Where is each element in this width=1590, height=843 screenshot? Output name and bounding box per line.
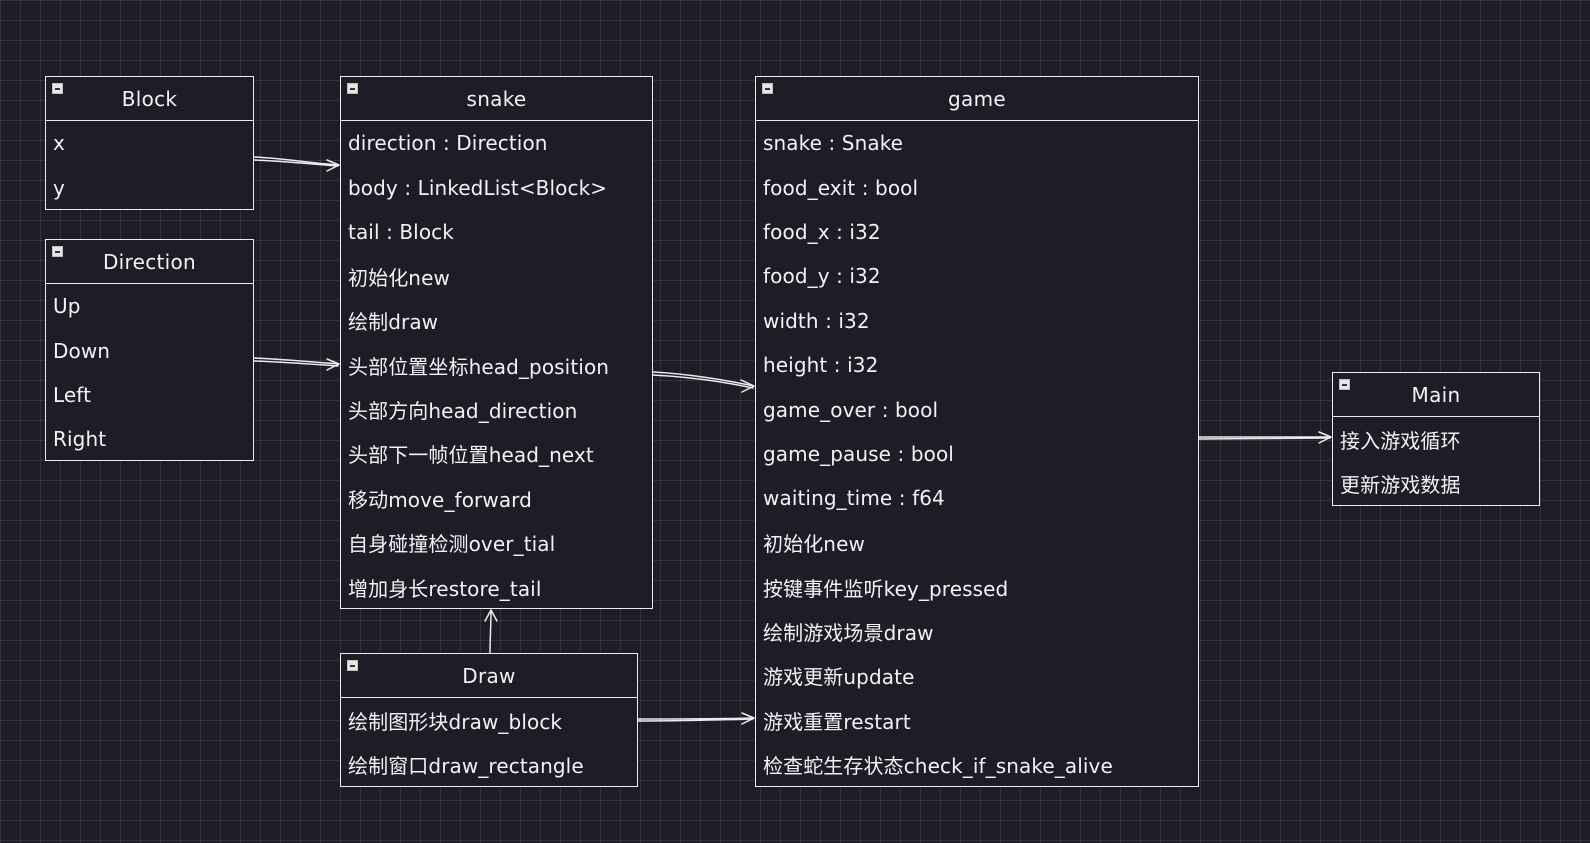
class-main-title: Main [1411, 382, 1461, 407]
class-main[interactable]: Main 接入游戏循环 更新游戏数据 [1332, 372, 1540, 506]
class-game[interactable]: game snake : Snake food_exit : bool food… [755, 76, 1199, 787]
class-game-header: game [756, 77, 1198, 121]
class-main-members: 接入游戏循环 更新游戏数据 [1333, 417, 1539, 506]
class-member: 接入游戏循环 [1340, 428, 1461, 453]
class-draw[interactable]: Draw 绘制图形块draw_block 绘制窗口draw_rectangle [340, 653, 638, 787]
class-member: Right [53, 427, 107, 452]
class-member: 初始化new [348, 265, 450, 290]
collapse-icon[interactable] [347, 660, 358, 671]
class-snake-members: direction : Direction body : LinkedList<… [341, 121, 652, 609]
class-member: 按键事件监听key_pressed [763, 576, 1009, 601]
class-block-members: x y [46, 121, 253, 210]
connector-block-to-snake[interactable] [253, 156, 340, 172]
class-snake[interactable]: snake direction : Direction body : Linke… [340, 76, 653, 609]
class-member: snake : Snake [763, 131, 904, 156]
class-member: 游戏更新update [763, 665, 915, 690]
class-member: 更新游戏数据 [1340, 473, 1461, 498]
class-member: 绘制游戏场景draw [763, 620, 934, 645]
class-member: 移动move_forward [348, 487, 532, 512]
class-member: food_x : i32 [763, 219, 881, 244]
collapse-icon[interactable] [52, 83, 63, 94]
class-snake-header: snake [341, 77, 652, 121]
class-member: food_exit : bool [763, 175, 919, 200]
class-member: direction : Direction [348, 131, 548, 156]
class-block-title: Block [121, 86, 178, 111]
class-draw-members: 绘制图形块draw_block 绘制窗口draw_rectangle [341, 698, 637, 787]
class-member: 绘制图形块draw_block [348, 709, 563, 734]
class-member: waiting_time : f64 [763, 486, 945, 511]
class-main-header: Main [1333, 373, 1539, 417]
class-draw-header: Draw [341, 654, 637, 698]
class-direction-header: Direction [46, 240, 253, 284]
class-member: tail : Block [348, 219, 454, 244]
class-direction-title: Direction [102, 249, 197, 274]
class-member: y [53, 175, 65, 200]
class-member: 游戏重置restart [763, 709, 911, 734]
class-member: Down [53, 338, 111, 363]
connector-game-to-main[interactable] [1198, 431, 1332, 444]
connector-draw-to-snake[interactable] [484, 609, 498, 654]
class-game-title: game [948, 86, 1006, 111]
class-member: 绘制窗口draw_rectangle [348, 754, 584, 779]
class-member: 自身碰撞检测over_tial [348, 532, 556, 557]
class-member: body : LinkedList<Block> [348, 175, 608, 200]
connector-direction-to-snake[interactable] [253, 357, 340, 371]
class-member: 增加身长restore_tail [348, 576, 542, 601]
class-member: height : i32 [763, 353, 879, 378]
connector-snake-to-game[interactable] [652, 371, 755, 393]
connector-draw-to-game[interactable] [637, 712, 755, 725]
class-member: width : i32 [763, 308, 870, 333]
class-draw-title: Draw [462, 663, 516, 688]
class-member: 头部方向head_direction [348, 399, 578, 424]
class-member: 头部位置坐标head_position [348, 354, 610, 379]
class-block[interactable]: Block x y [45, 76, 254, 210]
class-member: 初始化new [763, 532, 865, 557]
collapse-icon[interactable] [1339, 379, 1350, 390]
class-member: 头部下一帧位置head_next [348, 443, 594, 468]
collapse-icon[interactable] [52, 246, 63, 257]
class-member: food_y : i32 [763, 264, 881, 289]
class-member: 绘制draw [348, 310, 439, 335]
class-game-members: snake : Snake food_exit : bool food_x : … [756, 121, 1198, 787]
class-member: game_pause : bool [763, 441, 954, 466]
class-member: Left [53, 382, 92, 407]
class-member: game_over : bool [763, 397, 939, 422]
class-snake-title: snake [466, 86, 527, 111]
collapse-icon[interactable] [762, 83, 773, 94]
class-member: x [53, 131, 65, 156]
class-member: Up [53, 294, 81, 319]
collapse-icon[interactable] [347, 83, 358, 94]
class-member: 检查蛇生存状态check_if_snake_alive [763, 754, 1113, 779]
class-direction[interactable]: Direction Up Down Left Right [45, 239, 254, 461]
class-block-header: Block [46, 77, 253, 121]
class-direction-members: Up Down Left Right [46, 284, 253, 462]
